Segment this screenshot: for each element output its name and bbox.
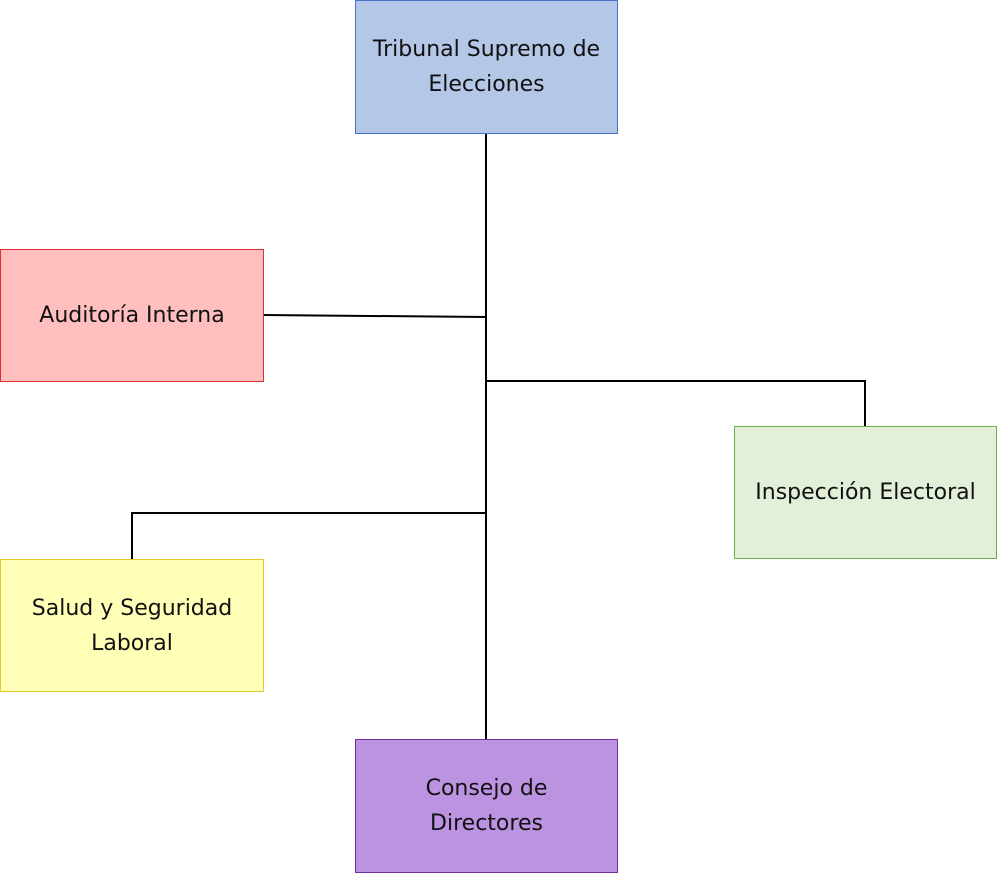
node-label: Auditoría Interna — [39, 303, 225, 328]
node-label: Consejo de Directores — [425, 776, 548, 836]
node-label: Tribunal Supremo de Elecciones — [372, 37, 601, 97]
node-label: Inspección Electoral — [755, 480, 976, 505]
node-inspeccion-electoral: Inspección Electoral — [734, 426, 997, 559]
node-consejo-de-directores: Consejo de Directores — [355, 739, 618, 873]
node-salud-y-seguridad-laboral: Salud y Seguridad Laboral — [0, 559, 264, 692]
node-auditoria-interna: Auditoría Interna — [0, 249, 264, 382]
node-tribunal-supremo-de-elecciones: Tribunal Supremo de Elecciones — [355, 0, 618, 134]
connector-salud — [131, 512, 486, 559]
connector-inspeccion — [486, 380, 866, 426]
connector-auditoria — [263, 314, 487, 318]
node-label: Salud y Seguridad Laboral — [31, 595, 233, 656]
